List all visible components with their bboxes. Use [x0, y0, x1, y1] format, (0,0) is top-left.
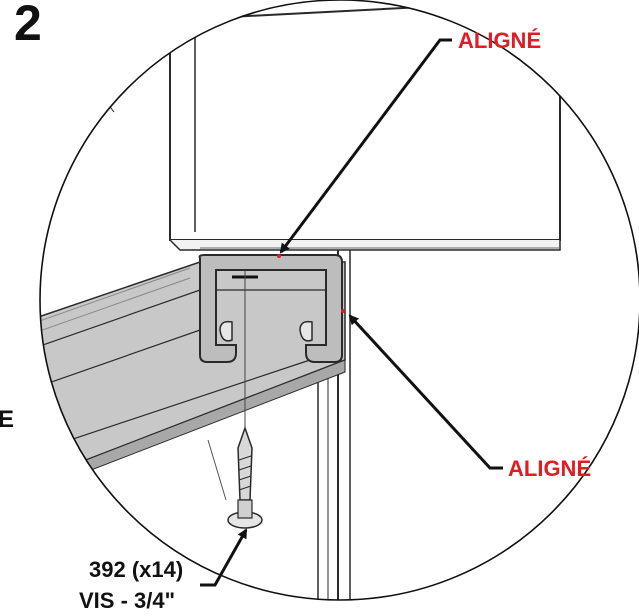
rail-hatch-2 [40, 277, 191, 346]
part-quantity-label: 392 (x14) [89, 557, 184, 582]
rail-lip-right [299, 320, 313, 342]
rail-groove-bottom [40, 359, 311, 451]
align-mark-right [341, 309, 345, 313]
step-number: 2 [14, 0, 42, 51]
hinge-line [207, 439, 227, 501]
aligned-label-right: ALIGNÉ [508, 456, 592, 481]
screw-description-label: VIS - 3/4" [79, 588, 176, 613]
cut-off-label: E [0, 406, 15, 433]
arrow-icon [200, 528, 248, 587]
align-mark-top [277, 254, 281, 258]
arrow-icon [348, 314, 503, 470]
detail-circle [39, 0, 639, 601]
arrow-icon [279, 38, 452, 254]
rail-lip-left [219, 320, 233, 342]
rail-hatch-1 [40, 267, 191, 336]
screw-icon [227, 425, 263, 529]
handle-detail [94, 79, 105, 113]
rail-profile [198, 254, 343, 363]
aligned-label-top: ALIGNÉ [458, 28, 542, 53]
